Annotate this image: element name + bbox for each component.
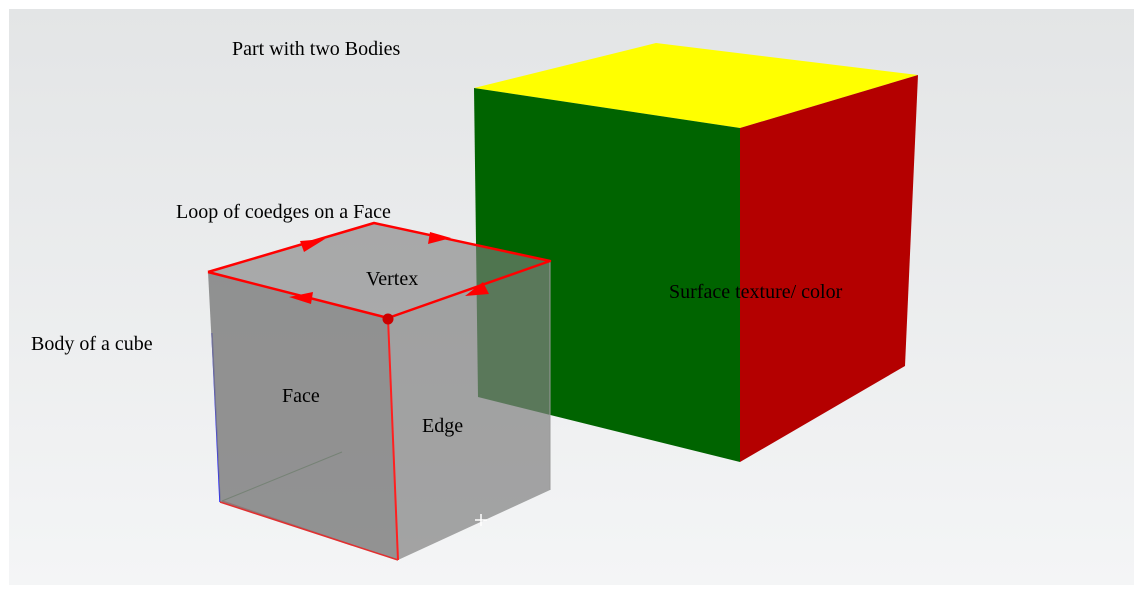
coedge-loop[interactable]: [207, 221, 552, 320]
bottom-front-edge: [219, 501, 399, 561]
vertex-label: Vertex: [366, 268, 418, 290]
coedge-arrow-icon: [465, 282, 489, 296]
transparent-cube-front-face[interactable]: [208, 272, 398, 560]
colored-cube-top-face[interactable]: [474, 43, 918, 128]
loop-label: Loop of coedges on a Face: [176, 201, 391, 223]
body-label: Body of a cube: [31, 333, 153, 355]
vertex-dot[interactable]: [382, 313, 394, 325]
highlighted-edge[interactable]: [387, 317, 399, 561]
transparent-cube-side-face[interactable]: [388, 261, 550, 560]
transparent-cube-top-face[interactable]: [208, 223, 550, 318]
part-title-label: Part with two Bodies: [232, 38, 401, 60]
surface-label: Surface texture/ color: [669, 281, 843, 303]
colored-cube-side-face[interactable]: [740, 75, 918, 462]
coedge-arrow-icon: [300, 239, 325, 252]
coedge-arrow-icon: [289, 292, 313, 304]
edge-label: Edge: [422, 415, 463, 437]
transparent-cube-body[interactable]: [207, 221, 552, 561]
face-label: Face: [282, 385, 320, 407]
coedge-arrow-icon: [428, 232, 451, 244]
